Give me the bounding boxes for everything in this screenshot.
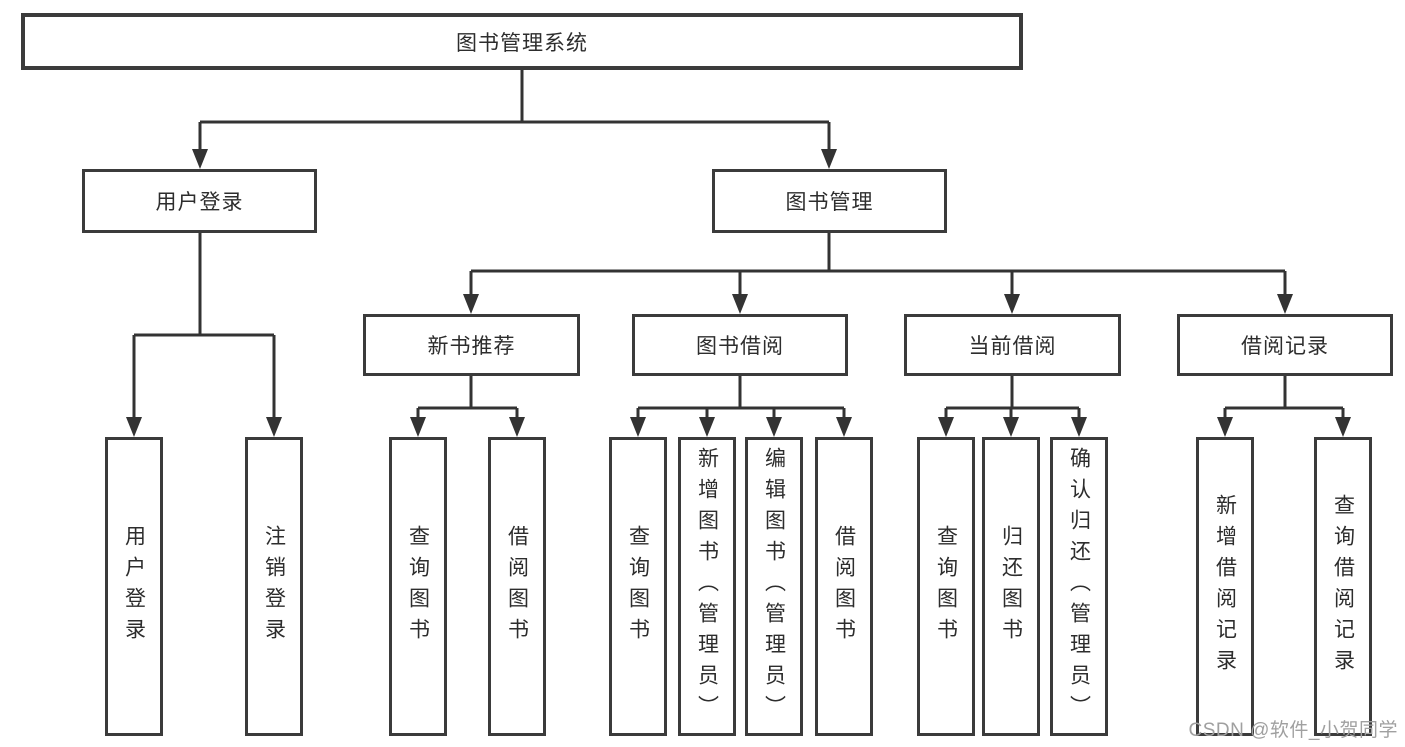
- arrow-down-icon: [938, 417, 954, 437]
- node-book-management: 图书管理: [712, 169, 947, 233]
- leaf-add-books-admin: 新增图书（管理员）: [678, 437, 736, 736]
- arrow-down-icon: [1071, 417, 1087, 437]
- node-borrowing-records: 借阅记录: [1177, 314, 1393, 376]
- leaf-edit-books-admin: 编辑图书（管理员）: [745, 437, 803, 736]
- arrow-down-icon: [699, 417, 715, 437]
- tree-connector-lines: [132, 70, 1345, 422]
- arrow-down-icon: [836, 417, 852, 437]
- leaf-confirm-return-admin: 确认归还（管理员）: [1050, 437, 1108, 736]
- leaf-query-books-current: 查询图书: [917, 437, 975, 736]
- arrow-down-icon: [1335, 417, 1351, 437]
- node-current-borrowing: 当前借阅: [904, 314, 1121, 376]
- arrow-down-icon: [509, 417, 525, 437]
- arrowheads: [126, 149, 1351, 437]
- arrow-down-icon: [126, 417, 142, 437]
- leaf-borrow-books-recommend: 借阅图书: [488, 437, 546, 736]
- arrow-down-icon: [266, 417, 282, 437]
- arrow-down-icon: [1003, 417, 1019, 437]
- node-book-borrowing: 图书借阅: [632, 314, 848, 376]
- node-library-management-system: 图书管理系统: [21, 13, 1023, 70]
- arrow-down-icon: [766, 417, 782, 437]
- leaf-query-books-borrow: 查询图书: [609, 437, 667, 736]
- leaf-user-login: 用户登录: [105, 437, 163, 736]
- node-user-login: 用户登录: [82, 169, 317, 233]
- leaf-borrow-books: 借阅图书: [815, 437, 873, 736]
- leaf-return-books: 归还图书: [982, 437, 1040, 736]
- arrow-down-icon: [410, 417, 426, 437]
- leaf-add-borrow-record: 新增借阅记录: [1196, 437, 1254, 736]
- arrow-down-icon: [1217, 417, 1233, 437]
- arrow-down-icon: [630, 417, 646, 437]
- arrow-down-icon: [821, 149, 837, 169]
- leaf-logout: 注销登录: [245, 437, 303, 736]
- arrow-down-icon: [1004, 294, 1020, 314]
- leaf-query-borrow-record: 查询借阅记录: [1314, 437, 1372, 736]
- leaf-query-books-recommend: 查询图书: [389, 437, 447, 736]
- arrow-down-icon: [192, 149, 208, 169]
- arrow-down-icon: [732, 294, 748, 314]
- arrow-down-icon: [1277, 294, 1293, 314]
- csdn-watermark: CSDN @软件_小贺同学: [1188, 720, 1398, 741]
- node-new-book-recommend: 新书推荐: [363, 314, 580, 376]
- arrow-down-icon: [463, 294, 479, 314]
